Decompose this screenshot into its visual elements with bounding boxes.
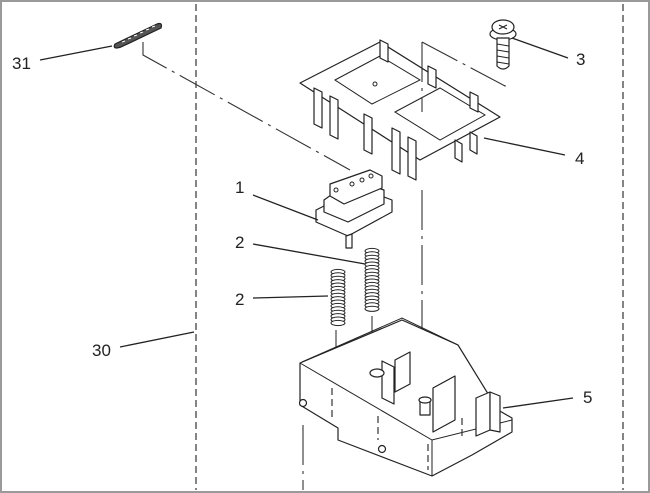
callout-2b: 2 [235, 290, 244, 309]
callout-31: 31 [12, 54, 31, 73]
housing-part [298, 317, 513, 477]
leader-30 [119, 331, 195, 348]
assembly-line-3 [421, 41, 506, 112]
callout-30: 30 [92, 341, 111, 360]
callout-2a: 2 [235, 233, 244, 252]
spring-coil [364, 305, 380, 312]
leader-lines [39, 37, 574, 409]
callout-3: 3 [576, 50, 585, 69]
assembly-line-31 [142, 42, 351, 171]
switch-block-part [315, 169, 393, 249]
callout-4: 4 [575, 149, 584, 168]
callout-5: 5 [583, 388, 592, 407]
spring-right-part [364, 247, 380, 312]
leader-2a [252, 243, 366, 265]
screw-part [489, 19, 517, 70]
spring-left-part [330, 268, 346, 327]
spring-coil [330, 319, 346, 327]
leader-1 [252, 194, 319, 221]
leader-31 [39, 45, 113, 61]
connector-strip-part [113, 22, 163, 49]
leader-2b [252, 295, 329, 299]
frame-bracket-part [299, 39, 501, 181]
leader-3 [511, 37, 569, 59]
callout-1: 1 [235, 178, 244, 197]
leader-5 [502, 397, 574, 409]
leader-4 [483, 137, 566, 156]
